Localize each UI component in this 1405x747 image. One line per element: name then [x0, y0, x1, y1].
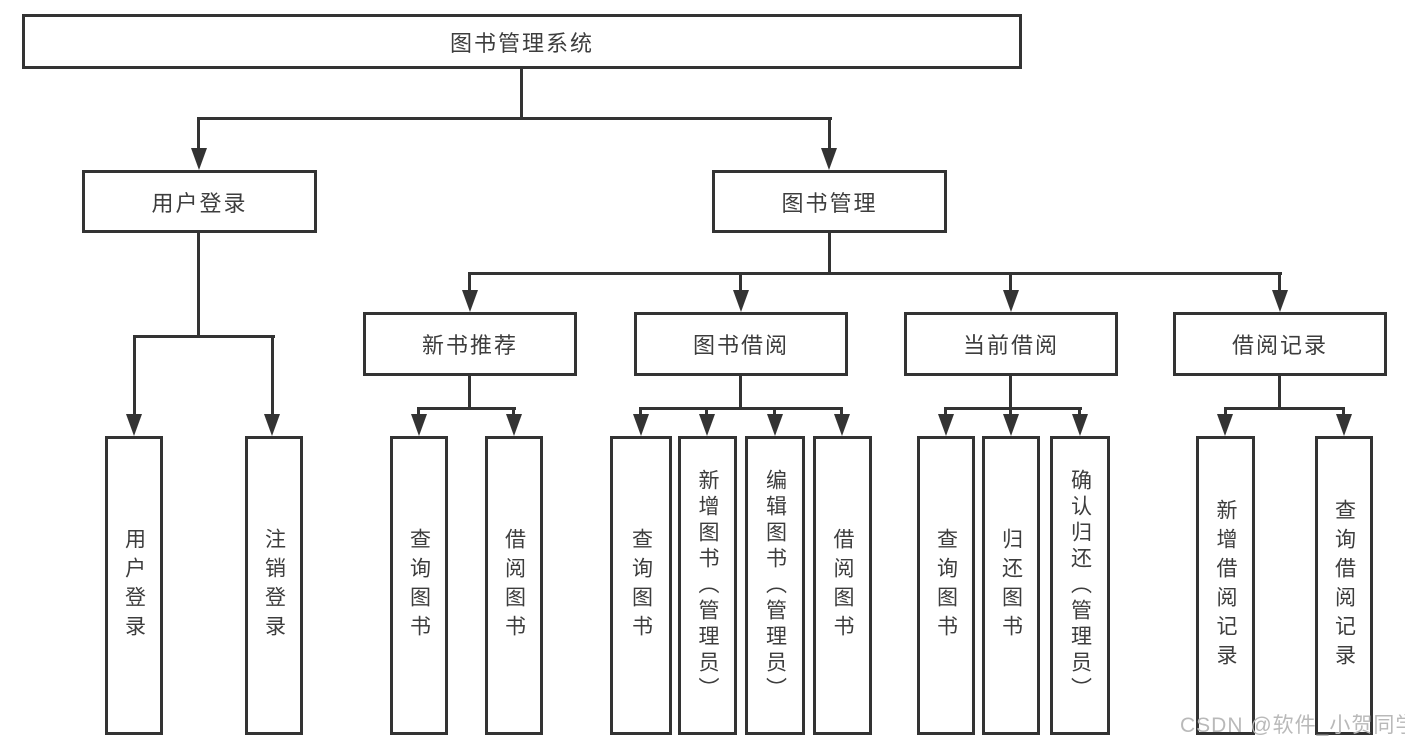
arrow-down-icon — [1217, 414, 1233, 436]
leaf-add-books-admin: 新增图书（管理员） — [678, 436, 737, 735]
node-book-borrowing-label: 图书借阅 — [692, 333, 789, 358]
connector-borrow-drop-2 — [705, 407, 708, 417]
arrow-down-icon — [1272, 290, 1288, 312]
arrow-down-icon — [699, 414, 715, 436]
connector-newbook-drop-1 — [417, 407, 420, 417]
node-borrowing-records-label: 借阅记录 — [1231, 333, 1328, 358]
arrow-down-icon — [1003, 414, 1019, 436]
node-user-login: 用户登录 — [82, 170, 317, 233]
leaf-borrow-books-borrowing-label: 借阅图书 — [831, 527, 854, 644]
node-current-borrowing: 当前借阅 — [904, 312, 1118, 376]
node-book-management: 图书管理 — [712, 170, 947, 233]
connector-userlogin-drop-1 — [133, 335, 136, 416]
arrow-down-icon — [834, 414, 850, 436]
arrow-down-icon — [506, 414, 522, 436]
connector-bookmgmt-drop-2 — [739, 272, 742, 292]
node-user-login-label: 用户登录 — [151, 190, 248, 216]
leaf-borrow-books-borrowing: 借阅图书 — [813, 436, 872, 735]
leaf-add-borrow-record-label: 新增借阅记录 — [1214, 498, 1237, 673]
leaf-confirm-return-admin: 确认归还（管理员） — [1050, 436, 1110, 735]
connector-borrow-drop-4 — [840, 407, 843, 417]
leaf-confirm-return-admin-label: 确认归还（管理员） — [1068, 468, 1092, 703]
arrow-down-icon — [1072, 414, 1088, 436]
leaf-query-books-borrowing: 查询图书 — [610, 436, 672, 735]
leaf-query-books-recommend: 查询图书 — [390, 436, 448, 735]
node-book-borrowing: 图书借阅 — [634, 312, 848, 376]
node-current-borrowing-label: 当前借阅 — [962, 333, 1059, 358]
connector-current-drop-2 — [1009, 407, 1012, 417]
leaf-borrow-books-recommend: 借阅图书 — [485, 436, 543, 735]
connector-userlogin-stem — [197, 233, 200, 337]
arrow-down-icon — [821, 148, 837, 170]
node-root-label: 图书管理系统 — [449, 30, 594, 56]
connector-borrow-crossbar — [639, 407, 843, 410]
arrow-down-icon — [191, 148, 207, 170]
connector-bookmgmt-drop-3 — [1009, 272, 1012, 292]
leaf-query-borrow-record: 查询借阅记录 — [1315, 436, 1373, 735]
node-book-management-label: 图书管理 — [781, 190, 878, 216]
leaf-return-books: 归还图书 — [982, 436, 1040, 735]
leaf-query-books-current: 查询图书 — [917, 436, 975, 735]
connector-newbook-stem — [468, 376, 471, 409]
arrow-down-icon — [1336, 414, 1352, 436]
leaf-query-books-borrowing-label: 查询图书 — [629, 527, 653, 644]
connector-bookmgmt-drop-4 — [1278, 272, 1281, 292]
connector-records-crossbar — [1224, 407, 1345, 410]
leaf-edit-books-admin: 编辑图书（管理员） — [745, 436, 805, 735]
connector-bookmgmt-drop-1 — [468, 272, 471, 292]
connector-userlogin-crossbar — [133, 335, 275, 338]
leaf-logout-label: 注销登录 — [262, 527, 286, 644]
arrow-down-icon — [1003, 290, 1019, 312]
leaf-user-login-label: 用户登录 — [122, 527, 146, 644]
arrow-down-icon — [411, 414, 427, 436]
leaf-query-borrow-record-label: 查询借阅记录 — [1332, 498, 1356, 673]
connector-bookmgmt-crossbar — [468, 272, 1282, 275]
node-borrowing-records: 借阅记录 — [1173, 312, 1387, 376]
arrow-down-icon — [767, 414, 783, 436]
connector-borrow-drop-1 — [639, 407, 642, 417]
arrow-down-icon — [264, 414, 280, 436]
arrow-down-icon — [733, 290, 749, 312]
leaf-user-login: 用户登录 — [105, 436, 163, 735]
connector-root-right-drop — [828, 117, 831, 153]
node-new-book-recommend: 新书推荐 — [363, 312, 577, 376]
connector-current-stem — [1009, 376, 1012, 409]
arrow-down-icon — [126, 414, 142, 436]
arrow-down-icon — [938, 414, 954, 436]
watermark: CSDN @软件_小贺同学 — [1180, 714, 1405, 737]
arrow-down-icon — [462, 290, 478, 312]
connector-userlogin-drop-2 — [271, 335, 274, 416]
node-new-book-recommend-label: 新书推荐 — [421, 333, 518, 358]
connector-newbook-drop-2 — [512, 407, 515, 417]
leaf-query-books-recommend-label: 查询图书 — [407, 527, 431, 644]
node-root: 图书管理系统 — [22, 14, 1022, 69]
leaf-query-books-current-label: 查询图书 — [934, 527, 958, 644]
connector-records-stem — [1278, 376, 1281, 409]
connector-current-crossbar — [944, 407, 1082, 410]
leaf-borrow-books-recommend-label: 借阅图书 — [502, 527, 526, 644]
connector-records-drop-2 — [1342, 407, 1345, 417]
connector-current-drop-1 — [944, 407, 947, 417]
arrow-down-icon — [633, 414, 649, 436]
connector-bookmgmt-stem — [828, 233, 831, 274]
leaf-return-books-label: 归还图书 — [999, 527, 1023, 644]
leaf-edit-books-admin-label: 编辑图书（管理员） — [763, 468, 787, 703]
connector-borrow-drop-3 — [773, 407, 776, 417]
connector-root-crossbar — [197, 117, 832, 120]
leaf-logout: 注销登录 — [245, 436, 303, 735]
leaf-add-books-admin-label: 新增图书（管理员） — [696, 468, 719, 703]
connector-root-stem — [520, 69, 523, 119]
connector-borrow-stem — [739, 376, 742, 409]
connector-root-left-drop — [197, 117, 200, 153]
connector-newbook-crossbar — [417, 407, 516, 410]
leaf-add-borrow-record: 新增借阅记录 — [1196, 436, 1255, 735]
connector-current-drop-3 — [1078, 407, 1081, 417]
connector-records-drop-1 — [1224, 407, 1227, 417]
